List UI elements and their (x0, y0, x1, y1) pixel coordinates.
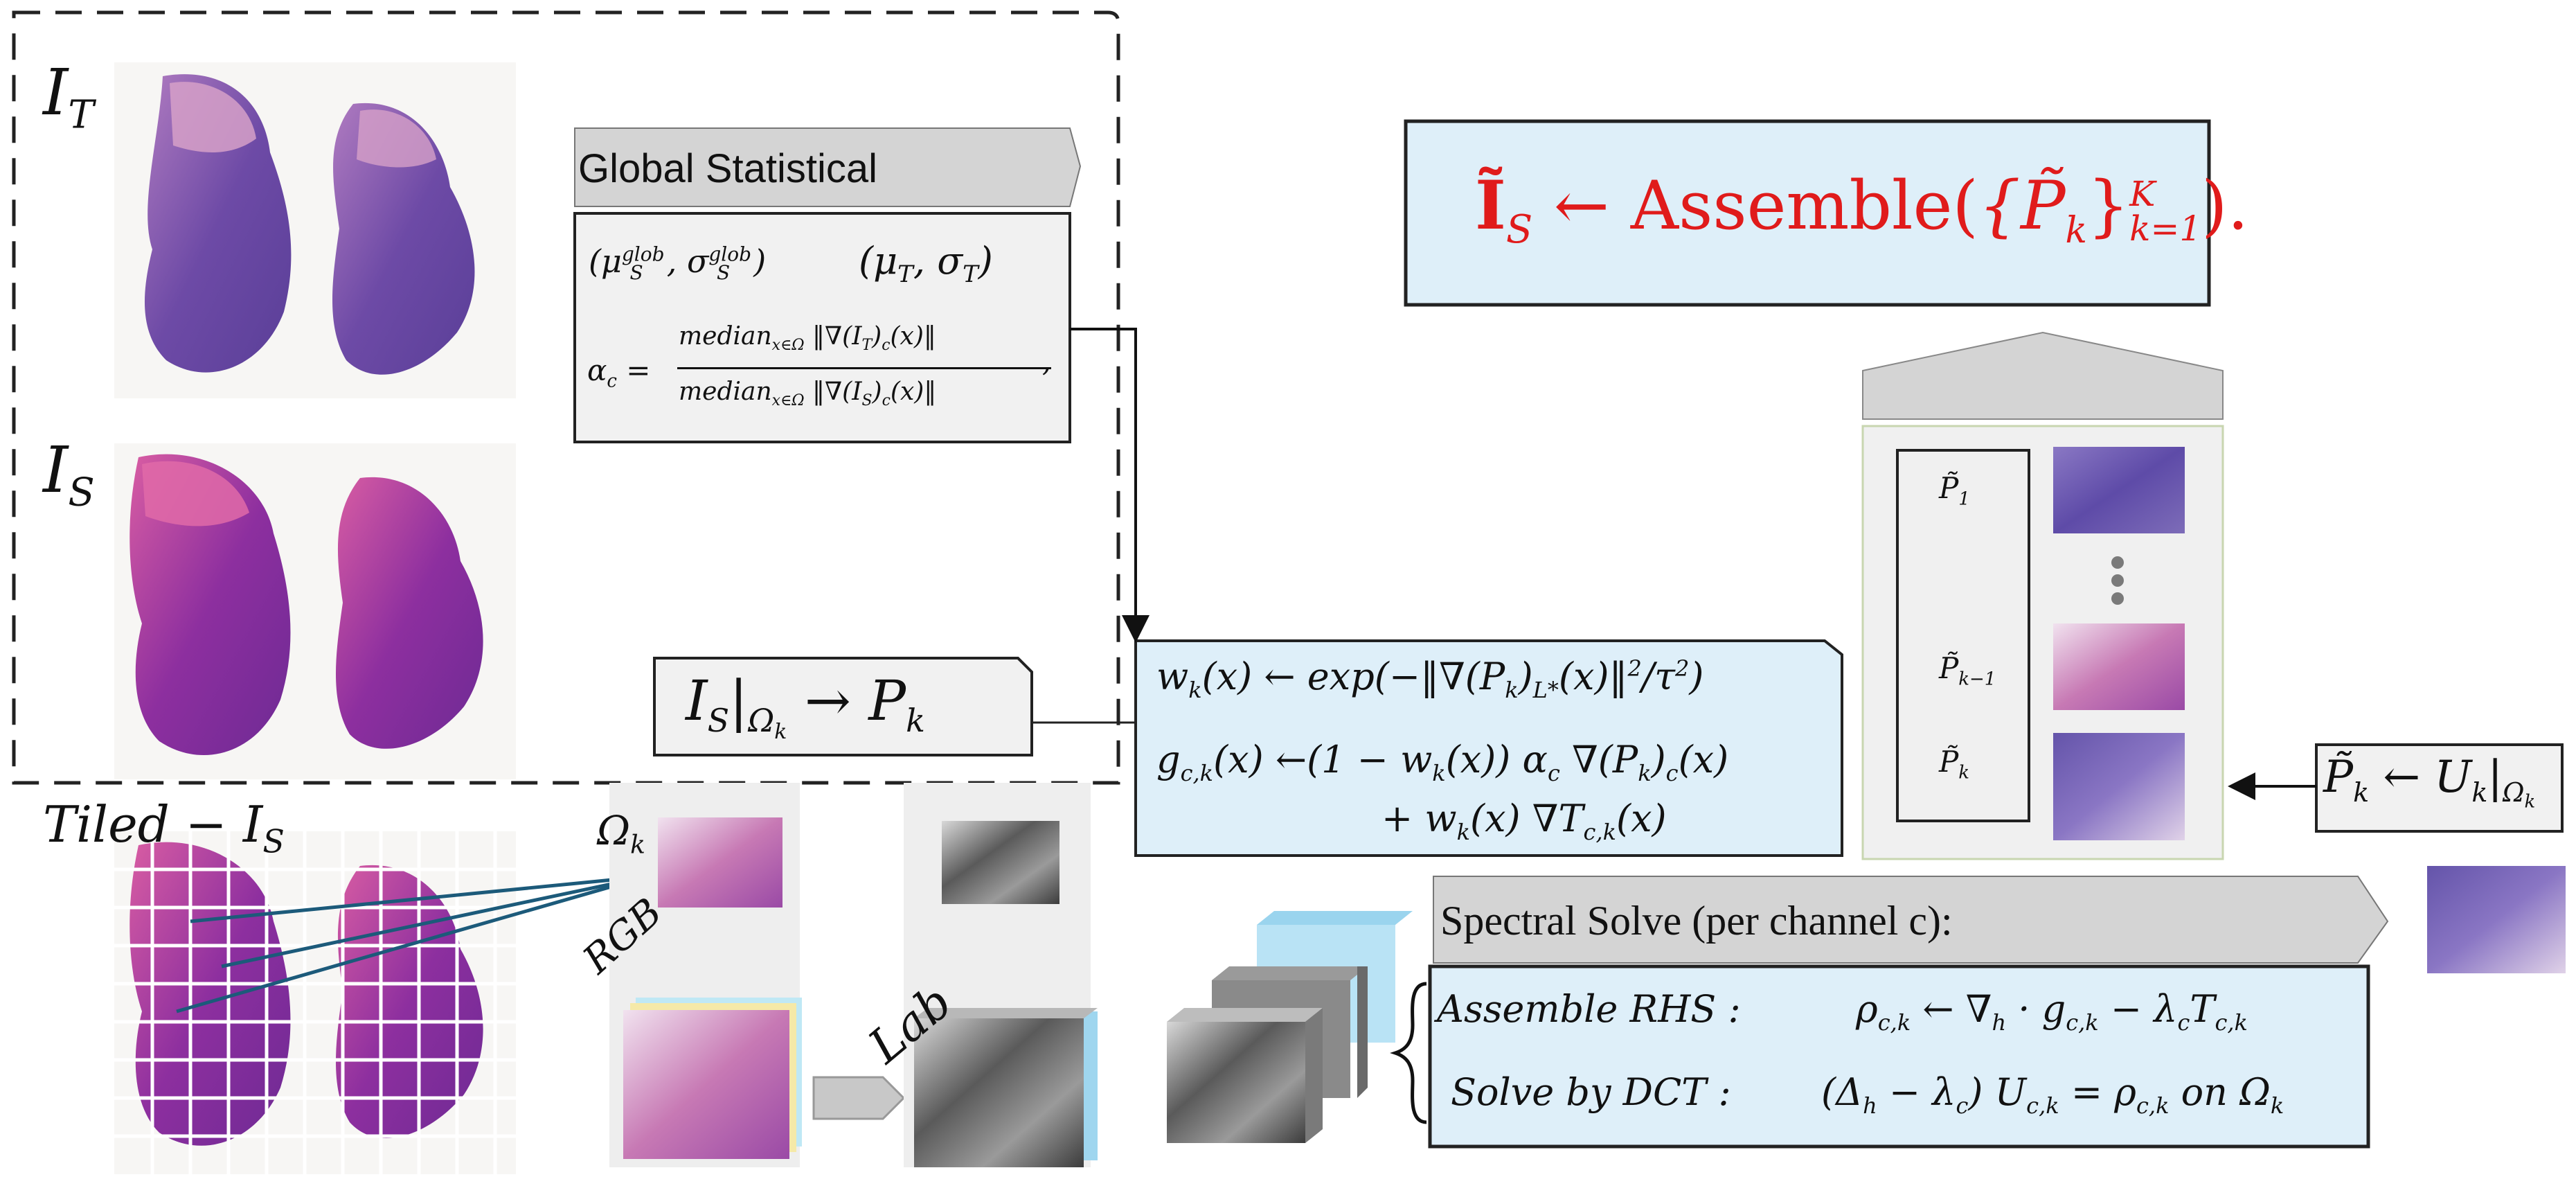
assemble-box (1404, 119, 2211, 307)
tile-link-line-2 (221, 874, 648, 968)
weights-line-3: + wk(x) ∇Tc,k(x) (1381, 797, 1667, 845)
patch-label-pk: P̃k (1939, 745, 1970, 784)
spectral-stack-front (1167, 1022, 1305, 1143)
patch-pk-image (2053, 733, 2185, 840)
lab-cube-front (914, 1018, 1084, 1167)
update-formula: P̃k ← Uk|Ωk (2323, 752, 2536, 813)
alpha-c-label: αc = (587, 353, 651, 392)
it-tissue-right (332, 103, 475, 375)
label-is: IS (43, 433, 95, 515)
weights-line-2: gc,k(x) ←(1 − wk(x)) αc ∇(Pk)c(x) (1156, 738, 1729, 786)
spectral-row1-eq: ρc,k ← ∇h · gc,k − λcTc,k (1856, 987, 2248, 1036)
weights-box (1134, 639, 1843, 857)
global-stats-s: (μglobS, σglobS) (589, 242, 767, 285)
patch-label-column (1896, 449, 2030, 822)
it-tissue-left (144, 74, 292, 373)
global-stats-header: Global Statistical (578, 146, 877, 191)
global-region-outline (12, 10, 1120, 785)
patch-label-pk1: P̃k−1 (1939, 651, 1996, 690)
weights-line-1: wk(x) ← exp(−‖∇(Pk)L*(x)‖2/τ2) (1156, 655, 1704, 703)
tile-link-line-3 (190, 874, 648, 923)
patch-label-p1: P̃1 (1939, 471, 1970, 510)
spectral-header-shape (1433, 876, 2389, 964)
tile-link-line-1 (176, 874, 648, 1013)
global-stats-box (573, 212, 1071, 443)
spectral-row2-eq: (Δh − λc) Uc,k = ρc,k on Ωk (1821, 1070, 2284, 1119)
patch-p1-image (2053, 447, 2185, 533)
label-it: IT (43, 55, 94, 138)
rgb-cube-front (623, 1010, 789, 1159)
result-patch-image (2427, 866, 2566, 973)
rgb-to-lab-arrow (812, 1076, 906, 1120)
update-box (2315, 743, 2564, 833)
spectral-header: Spectral Solve (per channel c): (1440, 898, 1953, 944)
omega-k-patch (658, 817, 782, 908)
tile-grid (114, 831, 516, 1174)
restrict-formula: IS|Ωk → Pk (686, 669, 925, 745)
label-omega-k: Ωk (597, 807, 645, 860)
lab-channel-patch (942, 821, 1059, 904)
tiled-tissue-left (129, 842, 291, 1146)
spectral-row1-label: Assemble RHS : (1437, 987, 1741, 1031)
stats-to-weights-arrow (1070, 328, 1150, 643)
patch-pk1-image (2053, 623, 2185, 710)
spectral-box (1428, 964, 2370, 1149)
alpha-fraction-bar (677, 367, 1051, 369)
label-tiled-is: Tiled − IS (43, 795, 285, 860)
assemble-roof (1862, 331, 2224, 420)
spectral-brace (1390, 982, 1427, 1124)
global-stats-t: (μT, σT) (859, 239, 993, 288)
is-tissue-left (129, 454, 291, 755)
restrict-box (653, 657, 1033, 756)
global-header-shape (574, 127, 1082, 207)
alpha-comma: , (1042, 346, 1051, 378)
alpha-denominator: medianx∈Ω ‖∇(IS)c(x)‖ (679, 378, 937, 410)
spectral-row2-label: Solve by DCT : (1451, 1070, 1731, 1114)
is-tissue-right (336, 477, 483, 749)
alpha-numerator: medianx∈Ω ‖∇(IT)c(x)‖ (679, 322, 936, 355)
